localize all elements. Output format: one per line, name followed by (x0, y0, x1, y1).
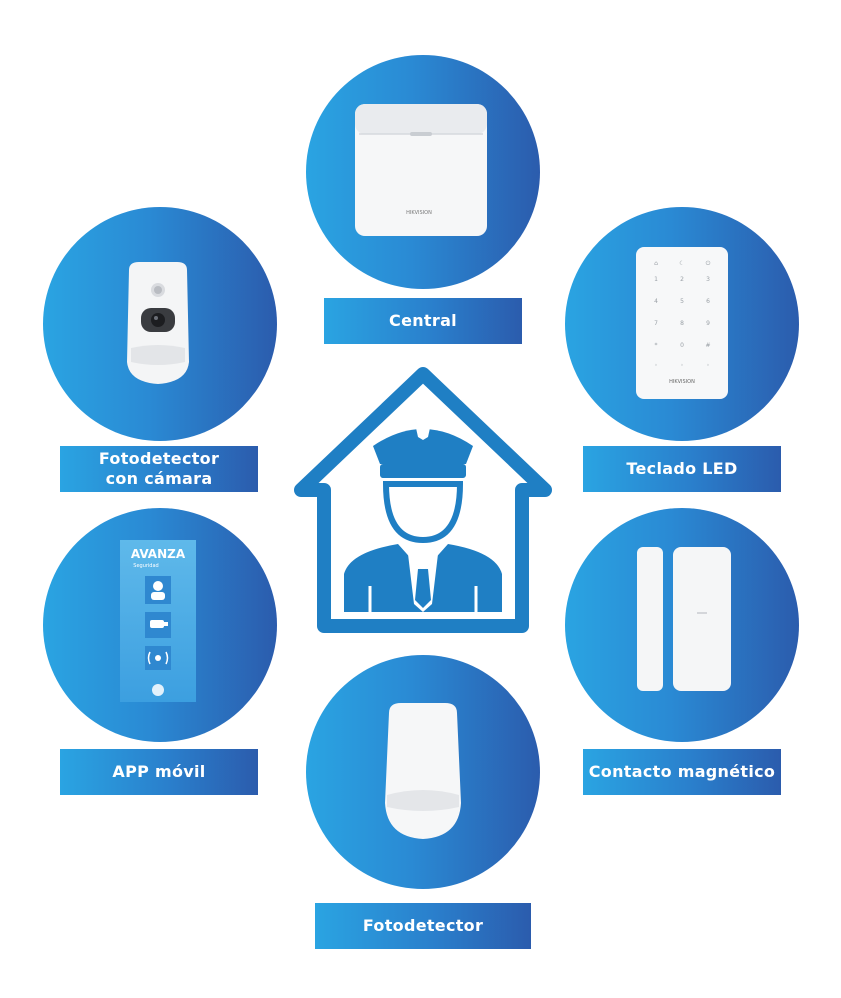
keypad-brand-text: HIKVISION (669, 379, 695, 385)
keypad-key: 3 (706, 276, 710, 283)
keypad-key: 5 (680, 298, 684, 305)
security-guard-house-icon (290, 364, 556, 636)
label-central-text: Central (389, 311, 457, 330)
label-app: APP móvil (60, 749, 258, 795)
keypad-key: 0 (680, 342, 684, 349)
photo-detector-device (381, 703, 465, 839)
svg-text:☾: ☾ (679, 260, 684, 267)
label-photo-detector-text: Fotodetector (362, 916, 484, 935)
svg-text:⌂: ⌂ (654, 260, 658, 267)
photo-camera-detector-device (123, 262, 193, 384)
svg-text:◦: ◦ (654, 362, 658, 369)
label-keypad: Teclado LED (583, 446, 781, 492)
keypad-key: # (705, 342, 710, 349)
label-app-text: APP móvil (112, 762, 206, 781)
svg-text:◦: ◦ (706, 362, 710, 369)
keypad-key: 1 (654, 276, 658, 283)
label-contact-text: Contacto magnético (588, 762, 776, 781)
svg-text:⏻: ⏻ (706, 260, 711, 267)
central-brand-text: HIKVISION (406, 210, 432, 216)
keypad-key: * (655, 342, 658, 349)
label-keypad-text: Teclado LED (626, 459, 738, 478)
app-brand-text: AVANZA (131, 547, 186, 561)
keypad-key: 2 (680, 276, 684, 283)
label-photo-camera-text: Fotodetector con cámara (98, 449, 220, 488)
magnetic-contact-device (637, 547, 731, 691)
keypad-key: 9 (706, 320, 710, 327)
app-tagline-text: Seguridad (133, 563, 158, 569)
label-photo-camera: Fotodetector con cámara (60, 446, 258, 492)
keypad-key: 8 (680, 320, 684, 327)
label-photo-detector: Fotodetector (315, 903, 531, 949)
label-central: Central (324, 298, 522, 344)
label-contact: Contacto magnético (583, 749, 781, 795)
keypad-key: 7 (654, 320, 658, 327)
mobile-app-screen: AVANZA Seguridad (120, 540, 196, 702)
keypad-key: 4 (654, 298, 658, 305)
central-hub-device: HIKVISION (355, 104, 487, 236)
led-keypad-device: ⌂ ☾ ⏻ 1 2 3 4 5 6 7 8 9 * 0 # ◦ ◦ ◦ HIKVISIO… (636, 247, 728, 399)
keypad-key: 6 (706, 298, 710, 305)
svg-text:◦: ◦ (680, 362, 684, 369)
